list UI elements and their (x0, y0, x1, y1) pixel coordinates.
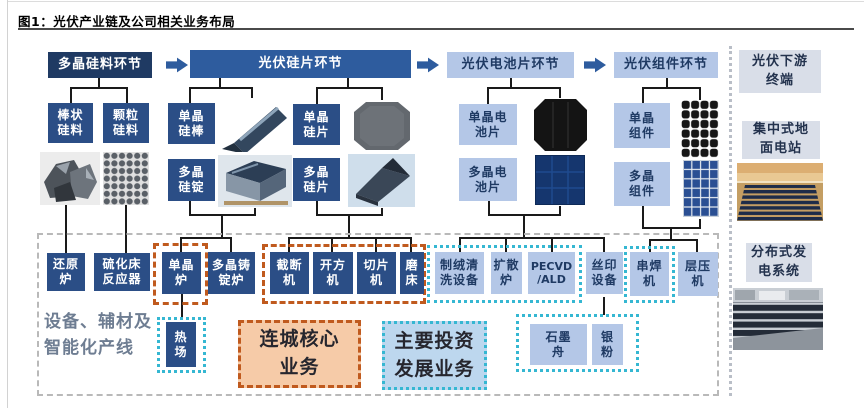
distributed-rooftop-photo (733, 288, 823, 350)
equip-cropping-machine: 截断 机 (270, 252, 309, 294)
equip-squaring-machine: 开方 机 (313, 252, 353, 294)
downstream-distributed: 分布式发 电系统 (746, 243, 812, 282)
product-poly-cell: 多晶电 池片 (459, 158, 517, 201)
equip-texturing-cleaning: 制绒清 洗设备 (435, 252, 484, 294)
mono-module-photo (681, 100, 719, 158)
poly-ingot-photo (218, 155, 292, 207)
invest-outline-stringer (624, 246, 675, 303)
invest-outline-hot-zone (157, 317, 206, 373)
equip-laminator: 层压 机 (678, 252, 718, 296)
equip-graphite-boat: 石墨 舟 (530, 324, 587, 365)
equipment-area-label: 设备、辅材及 智能化产线 (44, 312, 152, 358)
equip-grinder: 磨 床 (400, 252, 424, 294)
stage-polysilicon: 多晶硅料环节 (48, 52, 152, 78)
stage-module: 光伏组件环节 (614, 52, 718, 78)
legend-core-business: 连城核心 业务 (238, 320, 361, 388)
title-underline (18, 28, 854, 30)
product-poly-module: 多晶 组件 (614, 162, 670, 206)
core-outline-machines (262, 244, 426, 304)
polysilicon-chunks-photo (40, 152, 100, 205)
mono-wafer-photo (352, 100, 412, 152)
figure-title: 图1：光伏产业链及公司相关业务布局 (18, 14, 236, 29)
ground-station-photo (737, 163, 823, 221)
invest-outline-cell-equipment (427, 245, 582, 303)
page-left-border (7, 0, 8, 408)
equip-slicing-machine: 切片 机 (357, 252, 396, 294)
poly-cell-photo (535, 155, 585, 205)
equip-reduction-furnace: 还原 炉 (47, 253, 85, 291)
legend-investment-business: 主要投资 发展业务 (382, 321, 487, 390)
product-mono-wafer: 单晶 硅片 (293, 104, 340, 145)
product-mono-cell: 单晶电 池片 (459, 104, 517, 145)
equip-mono-furnace: 单晶 炉 (162, 252, 201, 294)
poly-module-photo (683, 160, 719, 217)
stage-cell: 光伏电池片环节 (447, 52, 574, 78)
equip-silver-powder: 银 粉 (592, 324, 623, 365)
downstream-ground-station: 集中式地 面电站 (742, 121, 820, 159)
product-granular-silicon: 颗粒 硅料 (103, 103, 149, 143)
equip-stringer: 串焊 机 (630, 252, 669, 296)
equip-hot-zone: 热 场 (166, 322, 196, 367)
granular-silicon-photo (103, 152, 149, 205)
product-mono-module: 单晶 组件 (614, 103, 670, 148)
invest-outline-graphite-silver (516, 314, 639, 372)
equipment-area-border (37, 233, 719, 396)
product-poly-wafer: 多晶 硅片 (293, 158, 340, 201)
downstream-header: 光伏下游 终端 (739, 50, 821, 93)
product-mono-rod: 单晶 硅棒 (168, 103, 215, 144)
equip-ingot-casting-furnace: 多晶铸 锭炉 (208, 252, 255, 294)
downstream-separator (729, 46, 732, 396)
stage-wafer: 光伏硅片环节 (190, 50, 411, 78)
mono-ingot-rod-photo (218, 98, 292, 152)
poly-wafer-photo (348, 154, 415, 207)
equip-fluidized-bed-reactor: 硫化床 反应器 (94, 253, 150, 291)
arrow-right-icon (166, 57, 188, 73)
arrow-right-icon (417, 57, 439, 73)
page-top-rule (8, 1, 864, 2)
equip-screen-printing: 丝印 设备 (586, 252, 623, 294)
equip-diffusion-furnace: 扩散 炉 (491, 252, 522, 294)
mono-cell-photo (533, 98, 588, 152)
product-rod-silicon: 棒状 硅料 (48, 103, 93, 143)
product-poly-ingot: 多晶 硅锭 (168, 159, 215, 201)
core-outline-mono-furnace (153, 243, 208, 305)
arrow-right-icon (584, 57, 606, 73)
equip-pecvd-ald: PECVD /ALD (528, 252, 575, 294)
